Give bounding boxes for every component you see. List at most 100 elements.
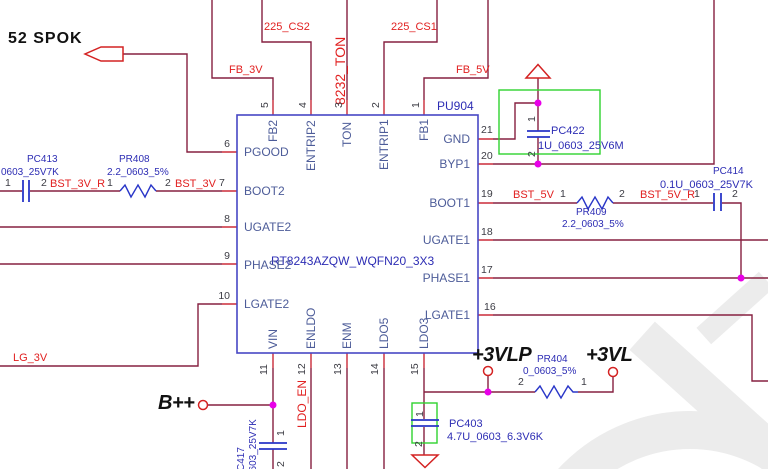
pin-name-boot1: BOOT1 <box>429 196 470 210</box>
net-label-225-cs2: 225_CS2 <box>264 21 310 33</box>
port-circle-bpp[interactable] <box>197 399 209 411</box>
pc413-pin1: 1 <box>5 177 11 189</box>
net-label-fb-5v: FB_5V <box>456 64 490 76</box>
wire-lgate2-lg3v <box>0 303 222 367</box>
junction-dot <box>534 99 542 107</box>
pin-number-21: 21 <box>481 124 493 136</box>
pin-name-lgate1: LGATE1 <box>424 308 470 322</box>
pin-number-11: 11 <box>258 364 270 375</box>
capacitor-pc403[interactable] <box>411 419 439 427</box>
capacitor-pc422[interactable] <box>527 130 550 138</box>
ground-triangle-down[interactable] <box>410 454 440 469</box>
wire-byp1 <box>493 0 715 165</box>
pin-name-pgood: PGOOD <box>244 145 289 159</box>
capacitor-pc413[interactable] <box>22 180 30 202</box>
pin-stubs-left <box>222 151 237 305</box>
pin-stubs-right <box>478 138 493 316</box>
pin-number-20: 20 <box>481 150 493 162</box>
pc414-pin1: 1 <box>694 188 700 200</box>
resistor-pr404[interactable] <box>534 384 578 400</box>
pin-number-10: 10 <box>218 290 230 302</box>
pr408-pin1: 1 <box>107 177 113 189</box>
pin-name-ugate1: UGATE1 <box>422 233 470 247</box>
pin-name-ldo3: LDO3 <box>417 317 431 349</box>
pr404-pin2: 2 <box>518 376 524 388</box>
ic-body-pu904[interactable] <box>236 114 479 354</box>
offsheet-flag-label: 52 SPOK <box>8 30 83 47</box>
net-label-8232-ton: 8232_TON <box>332 36 348 105</box>
pin-name-phase1: PHASE1 <box>422 271 470 285</box>
pin-name-phase2: PHASE2 <box>244 258 292 272</box>
pr409-pin1: 1 <box>560 188 566 200</box>
offsheet-flag-arrow[interactable] <box>83 46 124 62</box>
pin-number-3: 3 <box>333 102 345 108</box>
pc422-pin2: 2 <box>526 151 538 157</box>
pin-name-fb2: FB2 <box>266 119 280 142</box>
pin-name-vin: VIN <box>266 328 280 349</box>
pin-number-2: 2 <box>370 102 382 108</box>
pc417-pin2: 2 <box>275 461 287 467</box>
net-label-bst-3v: BST_3V <box>175 178 216 190</box>
refdes-pr404: PR404 <box>537 354 568 365</box>
pin-number-15: 15 <box>409 363 421 375</box>
port-circle-3vl[interactable] <box>607 366 619 378</box>
net-label-lg-3v: LG_3V <box>13 352 48 364</box>
wire-3vl <box>578 376 614 393</box>
resistor-pr408[interactable] <box>119 183 157 199</box>
wire-cs1 <box>383 0 438 100</box>
pin-number-16: 16 <box>484 301 496 313</box>
pin-stubs-bottom <box>272 353 425 368</box>
port-label-bpp: B++ <box>158 392 195 414</box>
junction-dots <box>269 99 745 409</box>
value-pr409: 2.2_0603_5% <box>562 219 624 230</box>
net-label-225-cs1: 225_CS1 <box>391 21 437 33</box>
pin-number-1: 1 <box>410 102 422 108</box>
net-label-ldo-en: LDO_EN <box>295 379 309 428</box>
wire-boot1-c <box>722 202 742 278</box>
value-pc403: 4.7U_0603_6.3V6K <box>447 431 544 443</box>
pin-name-enldo: ENLDO <box>304 307 318 349</box>
refdes-pc417: C417 <box>236 447 247 469</box>
pc403-pin1: 1 <box>414 411 426 417</box>
pin-number-4: 4 <box>297 102 309 108</box>
value-pr404: 0_0603_5% <box>523 366 577 377</box>
power-triangle-up[interactable] <box>524 63 552 79</box>
port-circle-3vlp[interactable] <box>482 365 494 377</box>
pin-name-ton: TON <box>340 121 354 147</box>
pin-name-entrip2: ENTRIP2 <box>304 120 318 171</box>
pin-number-18: 18 <box>481 226 493 238</box>
refdes-pc422: PC422 <box>551 125 585 137</box>
capacitor-pc417[interactable] <box>259 442 287 450</box>
port-label-3vlp: +3VLP <box>472 344 532 366</box>
pin-number-12: 12 <box>296 363 308 375</box>
ic-part-number: RT8243AZQW_WQFN20_3X3 <box>271 254 435 268</box>
pin-name-gnd: GND <box>443 132 470 146</box>
wire-gnd <box>493 102 538 140</box>
port-label-3vl: +3VL <box>586 344 633 366</box>
capacitor-pc414[interactable] <box>713 193 722 211</box>
ic-refdes: PU904 <box>437 99 474 113</box>
pin-name-enm: ENM <box>340 322 354 349</box>
junction-dot <box>534 160 542 168</box>
pin-number-17: 17 <box>481 264 493 276</box>
pin-stubs <box>222 100 493 368</box>
pin-number-9: 9 <box>224 250 230 262</box>
junction-dot <box>269 401 277 409</box>
net-label-bst-5v: BST_5V <box>513 189 554 201</box>
pin-number-19: 19 <box>481 188 493 200</box>
pin-name-byp1: BYP1 <box>439 157 470 171</box>
refdes-pc413: PC413 <box>27 154 58 165</box>
pin-number-14: 14 <box>369 363 381 375</box>
value-pc417: 0603_25V7K <box>248 419 259 469</box>
pin-name-ldo5: LDO5 <box>377 317 391 349</box>
refdes-pc403: PC403 <box>449 418 483 430</box>
pin-name-ugate2: UGATE2 <box>244 220 292 234</box>
pin-number-5: 5 <box>259 102 271 108</box>
wire-cs2 <box>261 0 312 100</box>
pc413-pin2: 2 <box>41 177 47 189</box>
resistor-pr409[interactable] <box>576 195 614 211</box>
net-label-bst-5v-r: BST_5V_R <box>640 189 696 201</box>
